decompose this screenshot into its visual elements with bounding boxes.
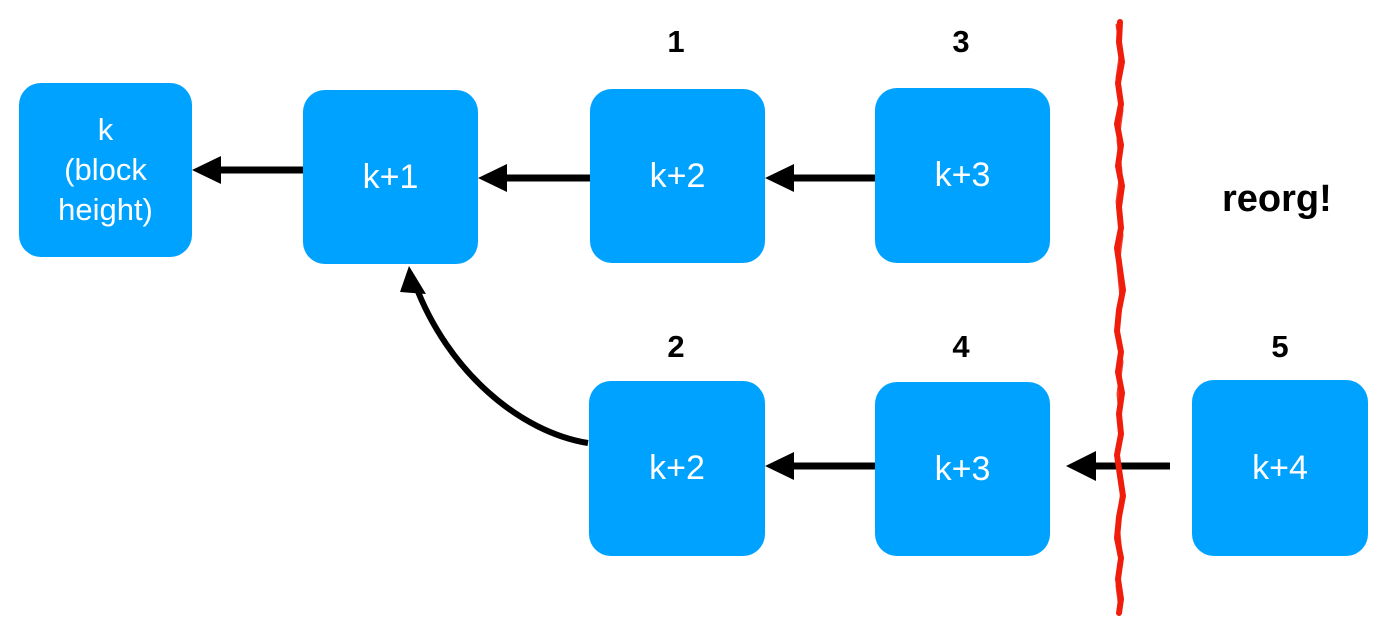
block-k-plus-3-bottom[interactable]: k+3 [875,382,1050,556]
block-k-plus-2-bottom[interactable]: k+2 [589,381,765,556]
block-k-plus-3-bottom-label: k+3 [934,449,991,488]
arrow-k-plus-3-top-to-k-plus-2-top [765,164,875,192]
sequence-label-4: 4 [952,329,970,364]
arrow-k-plus-3-bottom-to-k-plus-2-bottom [765,452,875,480]
arrow-k-plus-4-bottom-to-k-plus-3-bottom [1066,451,1170,481]
sequence-label-3: 3 [952,24,970,59]
arrow-k-plus-2-bottom-to-k-plus-1-curved [400,266,589,446]
block-k-plus-2-bottom-label: k+2 [649,449,705,488]
arrow-k-plus-1-to-k [192,156,303,184]
block-k-plus-2-top-label: k+2 [649,156,706,195]
block-k-plus-4-bottom-label: k+4 [1252,448,1308,487]
sequence-label-1: 1 [667,24,685,59]
block-k-plus-4-bottom[interactable]: k+4 [1192,380,1368,556]
reorg-annotation-label: reorg! [1222,178,1332,220]
arrow-k-plus-2-top-to-k-plus-1 [478,164,590,192]
sequence-label-2: 2 [667,329,685,364]
block-k-plus-3-top-label: k+3 [934,156,991,195]
block-k-plus-2-top[interactable]: k+2 [590,89,765,263]
block-k-label: k (block height) [58,112,153,227]
reorg-divider-line [1113,19,1127,616]
block-k-plus-1-label: k+1 [362,157,419,196]
block-k-plus-3-top[interactable]: k+3 [875,88,1050,263]
block-k-plus-1[interactable]: k+1 [303,90,478,264]
block-k[interactable]: k (block height) [19,83,192,257]
sequence-label-5: 5 [1271,329,1289,364]
